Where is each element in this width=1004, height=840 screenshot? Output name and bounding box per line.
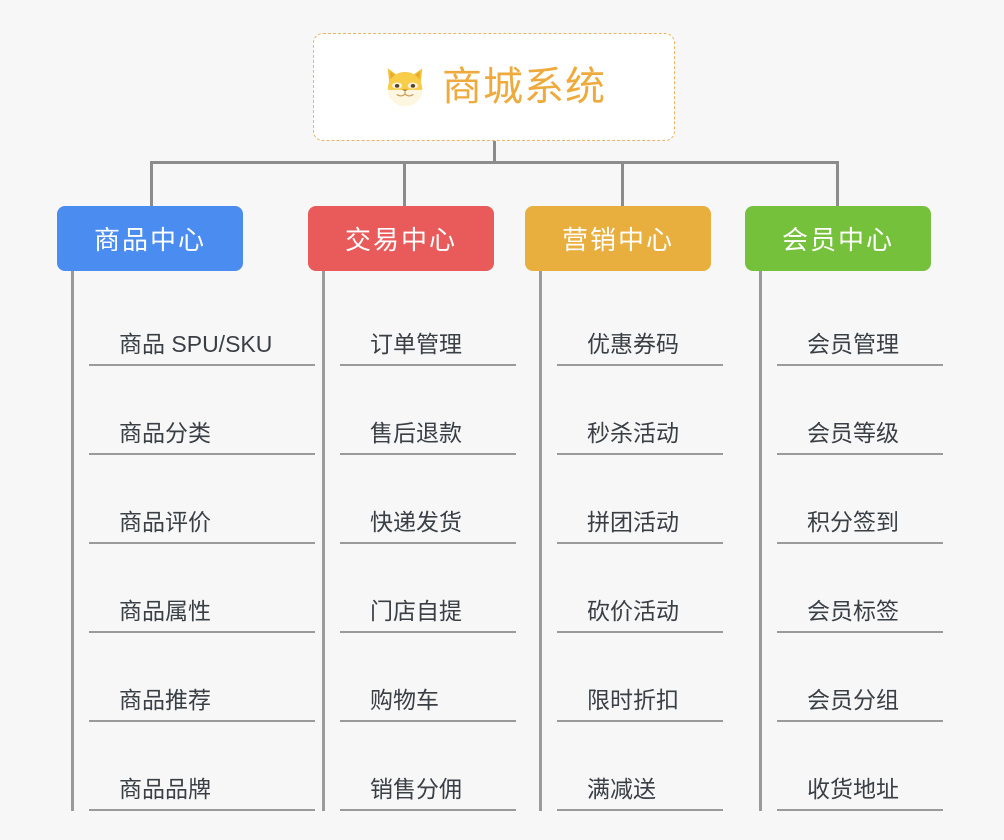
branch-column-product-center: 商品中心 商品 SPU/SKU 商品分类 商品评价 商品属性 商品推荐 商品品牌 bbox=[57, 206, 317, 811]
leaf-item[interactable]: 会员管理 bbox=[777, 277, 943, 366]
branch-column-marketing-center: 营销中心 优惠券码 秒杀活动 拼团活动 砍价活动 限时折扣 满减送 bbox=[525, 206, 725, 811]
connector-root-stem bbox=[493, 141, 496, 163]
leaf-item[interactable]: 满减送 bbox=[557, 722, 723, 811]
leaf-item[interactable]: 售后退款 bbox=[340, 366, 516, 455]
branch-header-label: 交易中心 bbox=[344, 225, 457, 255]
leaf-item-label: 收货地址 bbox=[807, 776, 899, 803]
leaf-item-label: 商品品牌 bbox=[119, 776, 211, 803]
branch-header-label: 会员中心 bbox=[781, 225, 894, 255]
leaf-item-label: 购物车 bbox=[370, 687, 439, 714]
leaf-item-label: 商品 SPU/SKU bbox=[119, 331, 273, 358]
leaf-item-label: 商品属性 bbox=[119, 598, 211, 625]
leaf-item[interactable]: 快递发货 bbox=[340, 455, 516, 544]
leaf-item[interactable]: 优惠券码 bbox=[557, 277, 723, 366]
root-node-mall-system[interactable]: 商城系统 bbox=[313, 33, 675, 141]
leaf-item[interactable]: 限时折扣 bbox=[557, 633, 723, 722]
branch-leaf-list: 订单管理 售后退款 快递发货 门店自提 购物车 销售分佣 bbox=[322, 271, 516, 811]
leaf-item-label: 会员标签 bbox=[807, 598, 899, 625]
leaf-item-label: 商品评价 bbox=[119, 509, 211, 536]
leaf-item-label: 售后退款 bbox=[370, 420, 462, 447]
leaf-item-label: 订单管理 bbox=[370, 331, 462, 358]
leaf-item[interactable]: 门店自提 bbox=[340, 544, 516, 633]
leaf-item[interactable]: 积分签到 bbox=[777, 455, 943, 544]
leaf-item-label: 积分签到 bbox=[807, 509, 899, 536]
connector-drop-branch-3 bbox=[621, 161, 624, 206]
branch-leaf-list: 商品 SPU/SKU 商品分类 商品评价 商品属性 商品推荐 商品品牌 bbox=[71, 271, 315, 811]
leaf-item-label: 会员管理 bbox=[807, 331, 899, 358]
connector-drop-branch-1 bbox=[150, 161, 153, 206]
leaf-item[interactable]: 订单管理 bbox=[340, 277, 516, 366]
leaf-item-label: 会员等级 bbox=[807, 420, 899, 447]
leaf-item-label: 销售分佣 bbox=[370, 776, 462, 803]
leaf-item[interactable]: 收货地址 bbox=[777, 722, 943, 811]
branch-header-trade-center[interactable]: 交易中心 bbox=[308, 206, 494, 271]
leaf-item-label: 门店自提 bbox=[370, 598, 462, 625]
leaf-item-label: 满减送 bbox=[587, 776, 656, 803]
leaf-item-label: 拼团活动 bbox=[587, 509, 679, 536]
branch-column-trade-center: 交易中心 订单管理 售后退款 快递发货 门店自提 购物车 销售分佣 bbox=[308, 206, 528, 811]
shiba-dog-face-icon bbox=[387, 68, 423, 107]
leaf-item[interactable]: 会员等级 bbox=[777, 366, 943, 455]
leaf-item[interactable]: 商品 SPU/SKU bbox=[89, 277, 315, 366]
connector-drop-branch-4 bbox=[836, 161, 839, 206]
leaf-item[interactable]: 拼团活动 bbox=[557, 455, 723, 544]
branch-header-marketing-center[interactable]: 营销中心 bbox=[525, 206, 711, 271]
branch-header-member-center[interactable]: 会员中心 bbox=[745, 206, 931, 271]
leaf-item-label: 优惠券码 bbox=[587, 331, 679, 358]
leaf-item[interactable]: 商品推荐 bbox=[89, 633, 315, 722]
branch-leaf-list: 优惠券码 秒杀活动 拼团活动 砍价活动 限时折扣 满减送 bbox=[539, 271, 723, 811]
leaf-item[interactable]: 会员分组 bbox=[777, 633, 943, 722]
branch-header-label: 营销中心 bbox=[561, 225, 674, 255]
leaf-item[interactable]: 购物车 bbox=[340, 633, 516, 722]
leaf-item[interactable]: 商品分类 bbox=[89, 366, 315, 455]
leaf-item[interactable]: 会员标签 bbox=[777, 544, 943, 633]
leaf-item[interactable]: 商品评价 bbox=[89, 455, 315, 544]
leaf-item[interactable]: 商品属性 bbox=[89, 544, 315, 633]
leaf-item-label: 秒杀活动 bbox=[587, 420, 679, 447]
leaf-item-label: 砍价活动 bbox=[587, 598, 679, 625]
leaf-item-label: 限时折扣 bbox=[587, 687, 679, 714]
connector-drop-branch-2 bbox=[403, 161, 406, 206]
leaf-item[interactable]: 砍价活动 bbox=[557, 544, 723, 633]
leaf-item[interactable]: 商品品牌 bbox=[89, 722, 315, 811]
branch-column-member-center: 会员中心 会员管理 会员等级 积分签到 会员标签 会员分组 收货地址 bbox=[745, 206, 945, 811]
leaf-item-label: 商品推荐 bbox=[119, 687, 211, 714]
branch-header-product-center[interactable]: 商品中心 bbox=[57, 206, 243, 271]
leaf-item[interactable]: 秒杀活动 bbox=[557, 366, 723, 455]
connector-horizontal-bus bbox=[150, 161, 839, 164]
branch-header-label: 商品中心 bbox=[93, 225, 206, 255]
leaf-item-label: 会员分组 bbox=[807, 687, 899, 714]
branch-leaf-list: 会员管理 会员等级 积分签到 会员标签 会员分组 收货地址 bbox=[759, 271, 943, 811]
root-node-title: 商城系统 bbox=[442, 65, 606, 109]
leaf-item-label: 快递发货 bbox=[370, 509, 462, 536]
leaf-item-label: 商品分类 bbox=[119, 420, 211, 447]
leaf-item[interactable]: 销售分佣 bbox=[340, 722, 516, 811]
